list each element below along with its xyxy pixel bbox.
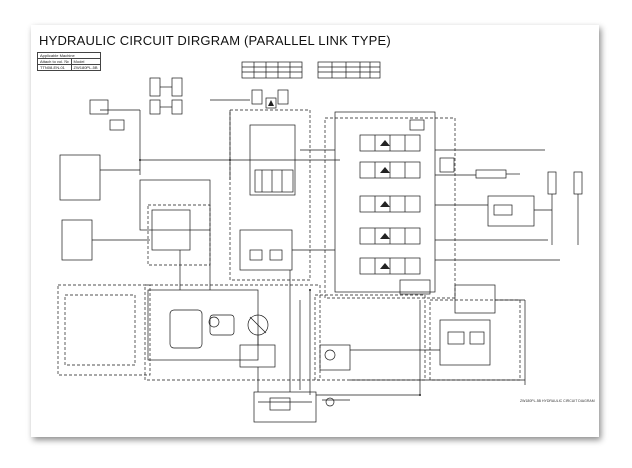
hydraulic-tank [253,391,317,423]
title-block-table: Applicable Machine Attach to vol. № Mode… [37,52,101,71]
left-valve-cluster [59,99,150,261]
bucket-cylinder [439,157,520,179]
ride-control-valve [487,195,535,227]
diagram-title: HYDRAULIC CIRCUIT DIRGRAM (PARALLEL LINK… [39,33,391,48]
pilot-valve-right [439,284,496,366]
dashed-boundaries [57,109,521,381]
priority-valve [239,229,293,271]
valve-spec-table [317,61,381,79]
diagram-footer-code: ZW180PL-5B HYDRAULIC CIRCUIT DIAGRAM [520,399,595,403]
pump-spec-table [241,61,303,79]
pump-motor [239,314,276,368]
steering-cylinders [149,77,183,115]
lift-arm-cylinders [547,171,583,245]
control-valve-stack [334,111,436,295]
model-value: ZW180PL-5B [70,64,101,71]
accumulator [319,344,351,371]
